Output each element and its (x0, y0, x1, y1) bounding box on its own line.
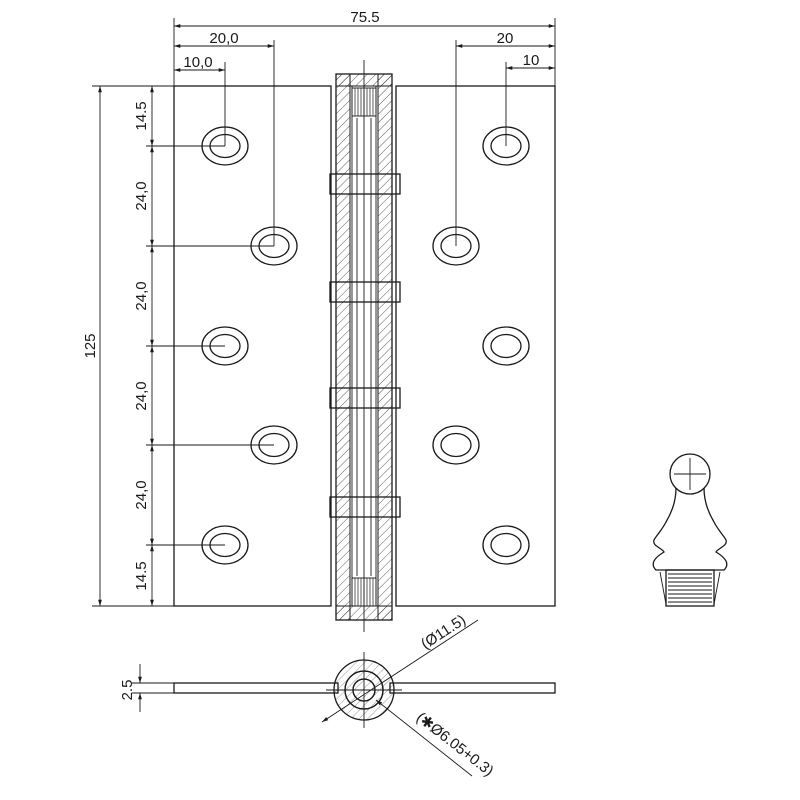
dim-pin-diameter: (✱Ø6.05+0.3) (413, 709, 497, 780)
left-screw-holes (201, 126, 298, 565)
top-dimensions: 75.5 20,0 10,0 20 10 (173, 9, 556, 246)
dim-left-outer: 20,0 (209, 30, 238, 47)
dim-end-top: 14.5 (133, 101, 150, 130)
screw-hole (482, 525, 530, 565)
right-leaf (395, 85, 556, 607)
dim-overall-width: 75.5 (350, 9, 379, 26)
dim-knuckle-diameter: (Ø11.5) (418, 612, 469, 653)
dim-pitch-4: 24,0 (133, 480, 150, 509)
pin-thread-top (351, 87, 377, 117)
dim-right-inner: 10 (523, 52, 540, 69)
bottom-section-view: 2.5 (Ø11.5) (✱Ø6.05+0.3) (119, 612, 556, 780)
screw-hole (432, 425, 480, 465)
dim-thickness: 2.5 (119, 680, 136, 701)
dim-pitch-1: 24,0 (133, 181, 150, 210)
dim-overall-height: 125 (82, 333, 99, 358)
right-screw-holes (432, 126, 530, 565)
dim-left-inner: 10,0 (183, 54, 212, 71)
bearing-washers (329, 173, 401, 518)
side-dimensions: 125 14.5 24,0 24,0 24,0 24,0 14.5 (82, 85, 274, 607)
screw-hole (482, 326, 530, 366)
dim-right-outer: 20 (497, 30, 514, 47)
knuckle-section (329, 60, 401, 632)
dim-end-bottom: 14.5 (133, 561, 150, 590)
dim-pitch-3: 24,0 (133, 381, 150, 410)
finial-detail (652, 453, 728, 607)
dim-pitch-2: 24,0 (133, 281, 150, 310)
